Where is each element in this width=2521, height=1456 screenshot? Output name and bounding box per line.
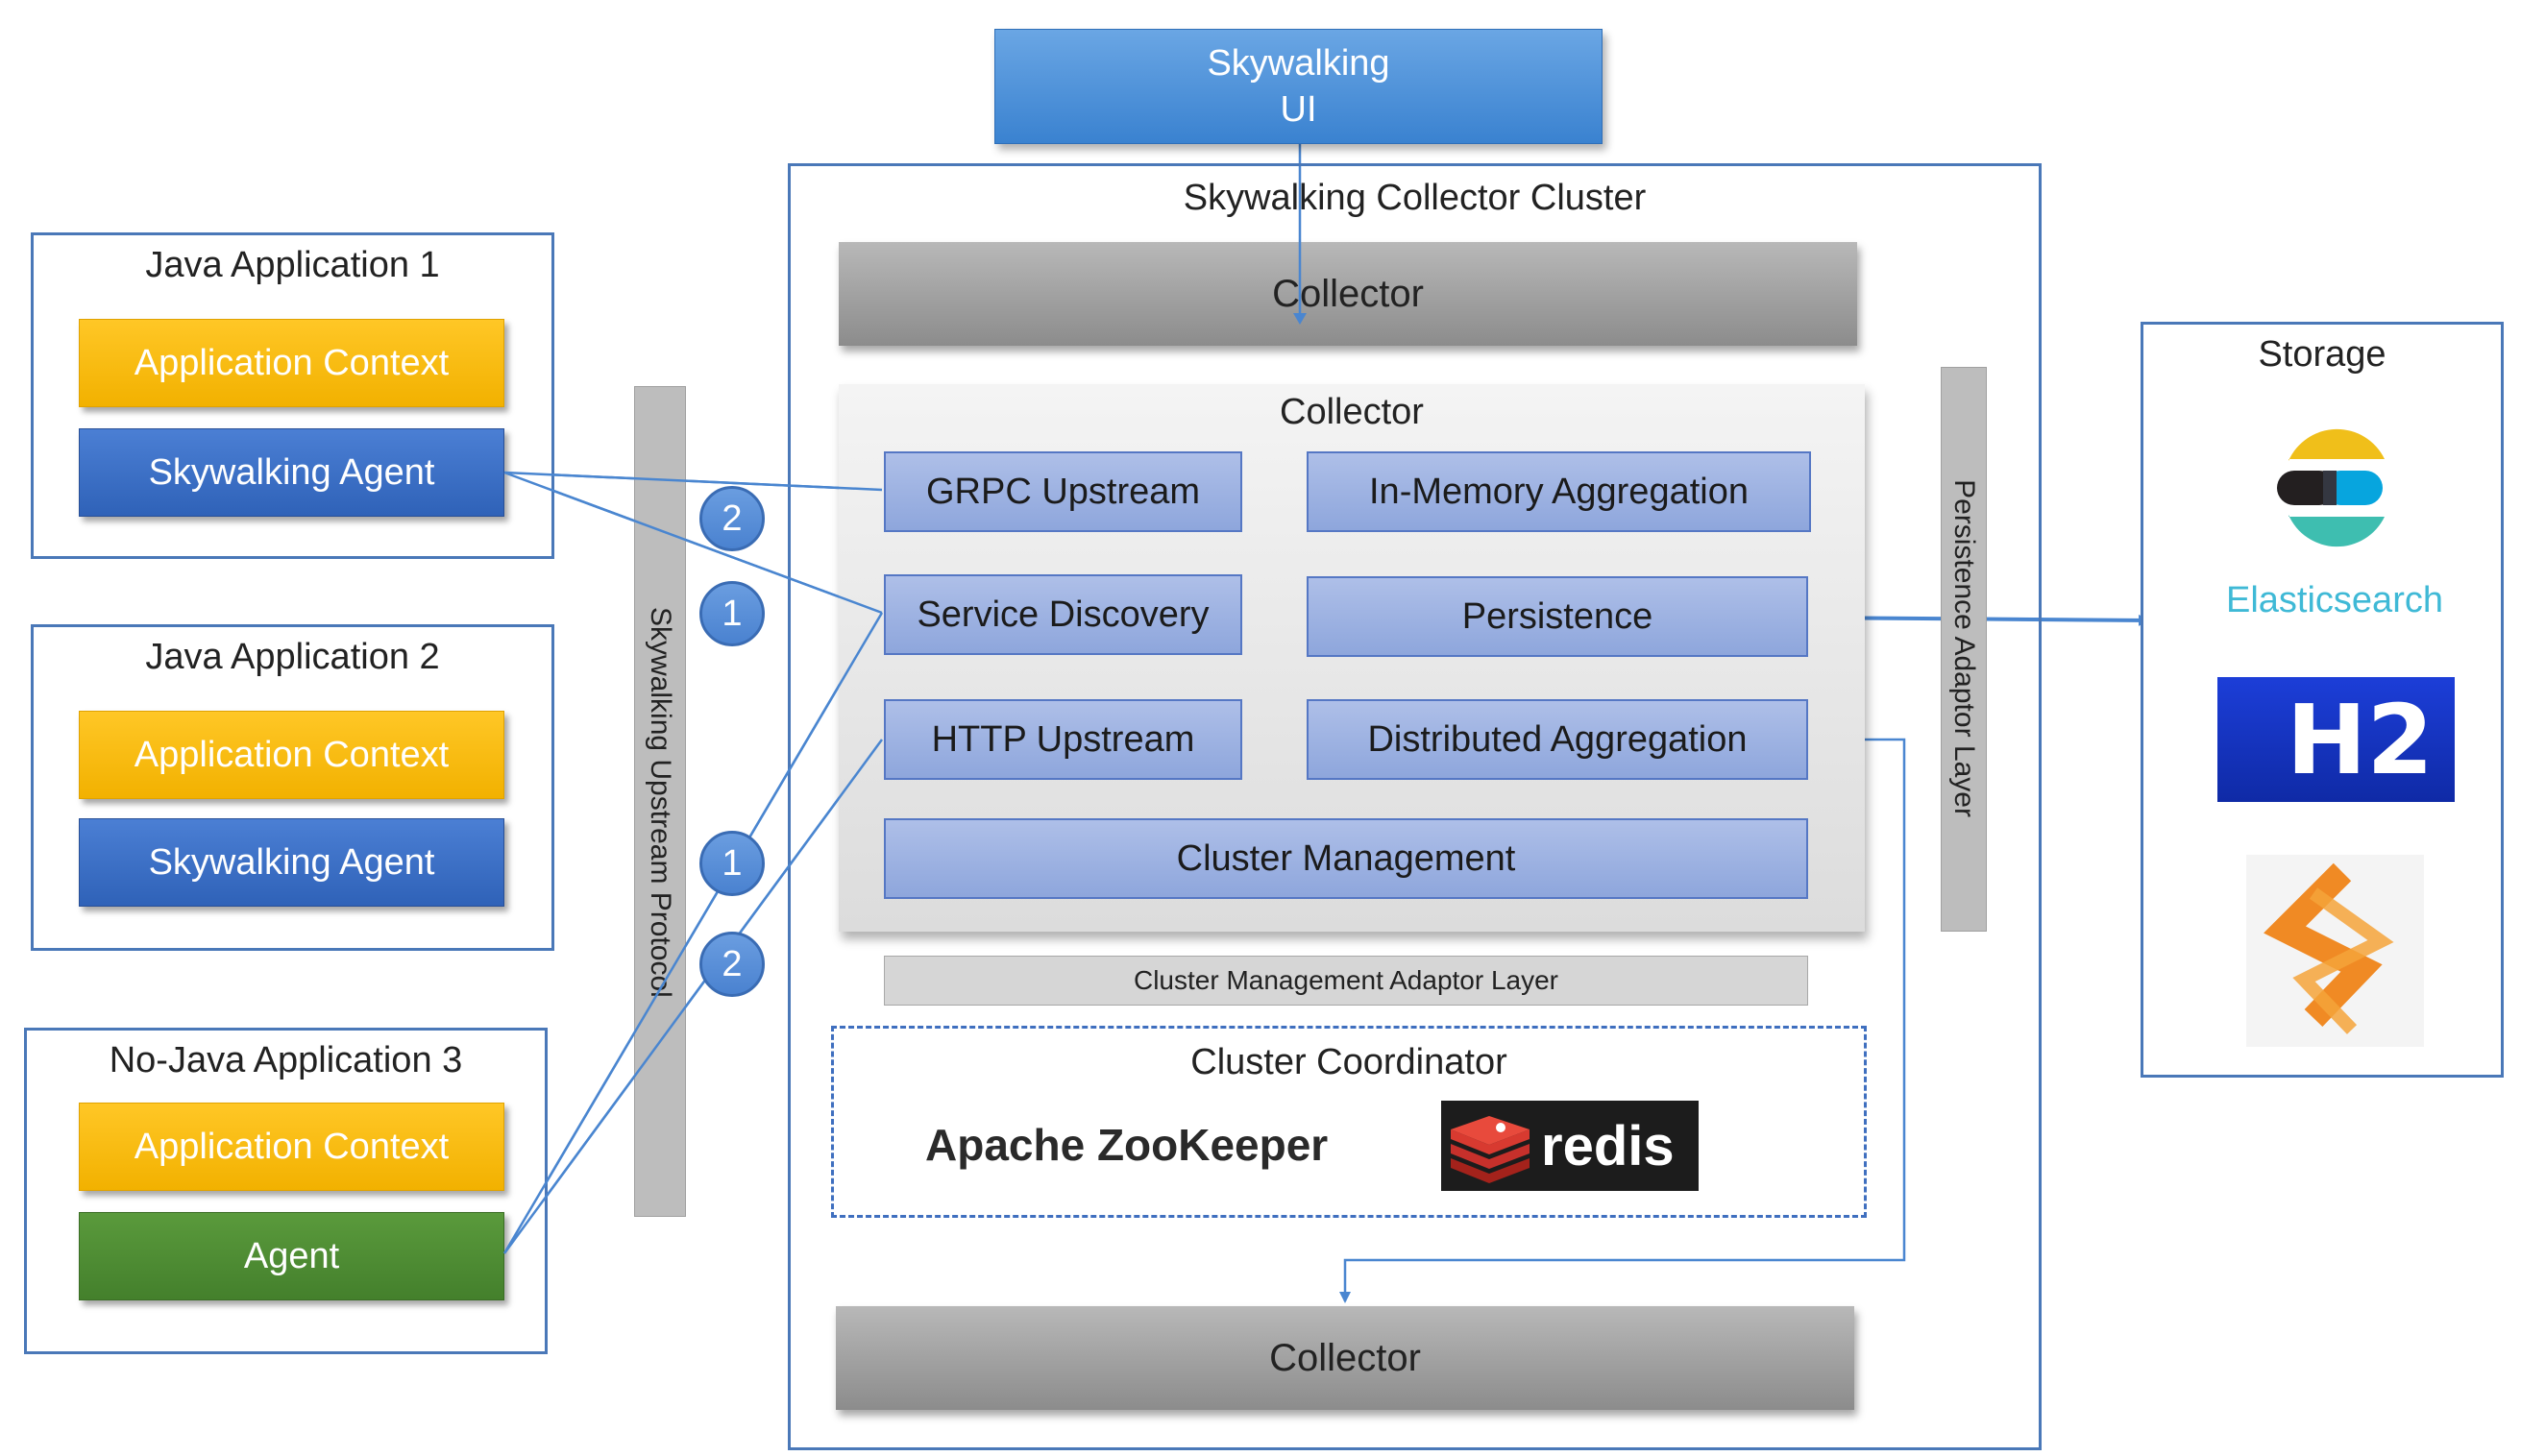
cluster-coordinator-box: Cluster Coordinator <box>831 1026 1867 1218</box>
http-upstream-module: HTTP Upstream <box>884 699 1242 780</box>
app2-agent-label: Skywalking Agent <box>148 841 435 883</box>
zookeeper-logo: Apache ZooKeeper <box>925 1120 1329 1170</box>
bottom-collector-bar: Collector <box>836 1306 1854 1410</box>
app3-agent: Agent <box>79 1212 504 1300</box>
app3-context-label: Application Context <box>134 1126 450 1167</box>
top-collector-label: Collector <box>1272 272 1424 315</box>
in-memory-aggregation-label: In-Memory Aggregation <box>1369 471 1749 512</box>
h2-logo: H2 <box>2217 677 2455 802</box>
bottom-collector-label: Collector <box>1269 1336 1421 1379</box>
skywalking-ui-box: Skywalking UI <box>994 29 1603 144</box>
step-marker-grpc: 2 <box>699 486 765 551</box>
distributed-aggregation-module: Distributed Aggregation <box>1307 699 1808 780</box>
grpc-upstream-module: GRPC Upstream <box>884 451 1242 532</box>
cluster-management-adaptor-layer: Cluster Management Adaptor Layer <box>884 956 1808 1006</box>
app1-context-label: Application Context <box>134 342 450 383</box>
cluster-management-adaptor-label: Cluster Management Adaptor Layer <box>1133 965 1559 995</box>
app2-skywalking-agent: Skywalking Agent <box>79 818 504 907</box>
top-collector-bar: Collector <box>839 242 1857 346</box>
cluster-management-module: Cluster Management <box>884 818 1808 899</box>
persistence-module: Persistence <box>1307 576 1808 657</box>
ui-title-line1: Skywalking <box>1207 43 1390 84</box>
storage-third-logo <box>2246 855 2424 1047</box>
h2-wordmark: H2 <box>2286 683 2434 796</box>
service-discovery-module: Service Discovery <box>884 574 1242 655</box>
elasticsearch-logo-icon <box>2277 428 2385 547</box>
cluster-management-label: Cluster Management <box>1176 837 1516 879</box>
storage-title: Storage <box>2258 334 2386 375</box>
in-memory-aggregation-module: In-Memory Aggregation <box>1307 451 1811 532</box>
step-marker-discovery-nojava: 1 <box>699 831 765 896</box>
app3-agent-label: Agent <box>243 1235 340 1276</box>
redis-wordmark: redis <box>1541 1114 1675 1177</box>
step-marker-discovery-java: 1 <box>699 581 765 646</box>
aggregation-to-collector-arrow <box>1339 738 1906 1303</box>
app2-context-label: Application Context <box>134 734 450 775</box>
redis-logo: redis <box>1441 1101 1699 1191</box>
grpc-upstream-label: GRPC Upstream <box>925 471 1201 512</box>
app1-agent-label: Skywalking Agent <box>148 451 435 493</box>
java-application-1-title: Java Application 1 <box>145 245 440 285</box>
persistence-adaptor-layer <box>1941 367 1987 932</box>
ui-title-line2: UI <box>1280 89 1317 130</box>
no-java-application-3-title: No-Java Application 3 <box>109 1040 463 1080</box>
app1-application-context: Application Context <box>79 319 504 407</box>
persistence-label: Persistence <box>1461 595 1653 637</box>
redis-cube-icon <box>1451 1116 1530 1183</box>
orange-storage-icon <box>2264 862 2394 1034</box>
elasticsearch-label: Elasticsearch <box>2226 580 2443 620</box>
collector-cluster-frame: Skywalking Collector Cluster <box>788 163 2042 1450</box>
distributed-aggregation-label: Distributed Aggregation <box>1367 718 1748 760</box>
cluster-coordinator-title: Cluster Coordinator <box>1190 1042 1507 1082</box>
app2-application-context: Application Context <box>79 711 504 799</box>
service-discovery-label: Service Discovery <box>917 594 1210 635</box>
java-application-2-title: Java Application 2 <box>145 637 440 677</box>
inner-collector-title: Collector <box>1280 392 1424 432</box>
step-marker-http: 2 <box>699 932 765 997</box>
app1-skywalking-agent: Skywalking Agent <box>79 428 504 517</box>
app3-application-context: Application Context <box>79 1103 504 1191</box>
http-upstream-label: HTTP Upstream <box>931 718 1195 760</box>
collector-cluster-title: Skywalking Collector Cluster <box>1183 178 1647 218</box>
